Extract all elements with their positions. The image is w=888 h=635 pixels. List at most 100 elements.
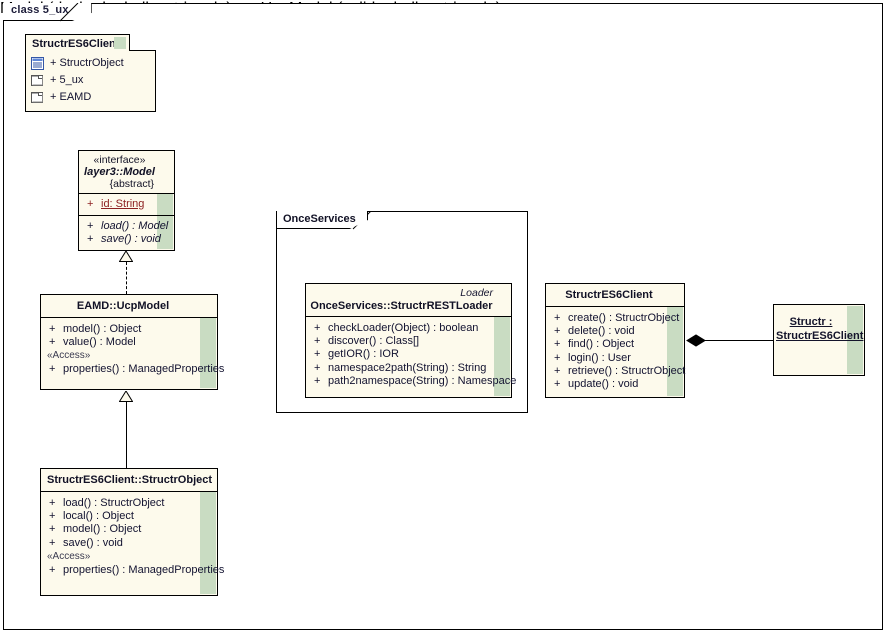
operation-visibility: + [49,336,56,349]
attribute-row: + id: String [79,198,156,211]
object-node-structr[interactable]: Structr : StructrES6Client [773,304,867,378]
operation-text: discover() : Class[] [328,335,420,348]
operation-row: + load() : StructrObject [41,497,199,510]
operation-visibility: + [554,325,561,338]
operation-text: path2namespace(String) : Namespace [328,374,517,387]
attribute-visibility: + [87,198,94,210]
class-node-operations: + load() : Model + save() : void [79,215,174,250]
operation-visibility: + [314,322,321,334]
connector-composition-line [700,340,773,341]
operation-row: + discover() : Class[] [306,335,493,348]
operation-row: + getIOR() : IOR [306,348,493,361]
operation-row: + login() : User [546,352,666,365]
package-structres6client-tab: StructrES6Client [25,34,130,51]
operation-visibility: + [314,335,321,348]
generalization-hollow-triangle-icon [119,391,133,402]
interface-name: layer3::Model [84,166,155,178]
operation-text: getIOR() : IOR [328,348,399,361]
class-node-header: StructrES6Client::StructrObject [41,469,217,492]
operation-row: + properties() : ManagedProperties [41,563,224,577]
package-structres6client-body: + StructrObject + 5_ux [25,50,156,112]
operation-visibility: + [49,363,56,376]
operation-text: login() : User [568,351,631,364]
package-folder-icon [31,92,43,103]
class-name: EAMD::UcpModel [76,300,170,312]
class-node-header: EAMD::UcpModel [41,295,217,318]
operation-row: + value() : Model [41,336,199,349]
operation-text: save() : void [63,536,123,549]
operation-visibility: + [87,233,94,246]
operation-visibility: + [554,338,561,351]
operation-text: model() : Object [63,523,142,536]
operation-text: retrieve() : StructrObject [568,364,686,377]
package-item-structrobject[interactable]: + StructrObject [26,55,155,72]
operation-row: + properties() : ManagedProperties [41,363,224,376]
operation-visibility: + [49,497,56,509]
package-item-eamd[interactable]: + EAMD [26,89,155,106]
realization-hollow-triangle-icon [119,251,133,262]
package-green-square [114,37,126,49]
class-node-structres6client[interactable]: StructrES6Client +create() : StructrObje… [545,283,687,400]
operation-text: find() : Object [568,338,635,351]
class-node-attributes: + id: String [79,194,174,215]
operation-text: load() : Model [101,220,169,233]
operation-text: properties() : ManagedProperties [63,563,225,576]
class-list-icon [31,57,44,70]
package-item-5ux[interactable]: + 5_ux [26,72,155,89]
operation-visibility: + [49,510,56,523]
attribute-text: id: String [101,198,145,210]
operation-text: save() : void [101,233,161,246]
operation-row: + model() : Object [41,323,199,336]
composition-filled-diamond-icon [686,334,706,347]
operation-visibility: + [87,220,94,233]
class-node-operations: + model() : Object + value() : Model «Acce… [41,318,224,382]
operation-row: + find() : Object [546,338,666,351]
package-item-label: + EAMD [50,91,92,103]
class-node-header: «interface» layer3::Model {abstract} [79,151,174,194]
operation-visibility: + [554,378,561,391]
object-node-header: Structr : StructrES6Client [774,305,864,343]
class-stereotype: Loader [460,287,493,299]
operation-text: value() : Model [63,336,136,349]
class-node-onceservices-structrrestloader[interactable]: Loader OnceServices::StructrRESTLoader +… [305,283,516,400]
operation-visibility: + [49,323,56,335]
operation-text: checkLoader(Object) : boolean [328,322,479,334]
operation-row: +retrieve() : StructrObject [546,365,685,378]
operation-text: model() : Object [63,323,142,335]
operation-visibility: + [314,348,321,361]
operation-row: + local() : Object [41,510,199,523]
operation-row: +model() : Object [41,523,199,536]
operation-visibility: + [314,374,321,387]
connector-realization-line [126,262,127,294]
object-instance-name: Structr : [789,316,833,328]
operation-text: load() : StructrObject [63,497,165,509]
operation-row: + delete() : void [546,325,666,338]
class-node-operations: + checkLoader(Object) : boolean + discover… [306,317,516,393]
operation-text: properties() : ManagedProperties [63,363,225,376]
operation-visibility: + [554,351,561,364]
class-node-header: Loader OnceServices::StructrRESTLoader [306,284,511,317]
operation-text: delete() : void [568,325,635,338]
class-node-header: StructrES6Client [546,284,684,307]
operation-visibility: + [49,563,56,576]
operation-group-label: «Access» [47,350,91,362]
class-node-operations: + load() : StructrObject + local() : Objec… [41,492,224,582]
operation-text: update() : void [568,378,639,391]
interface-abstract-tag: {abstract} [109,178,154,190]
operation-text: local() : Object [63,510,134,523]
operation-row: + load() : Model [79,220,168,233]
diagram-frame-label: class 5_ux [3,3,92,21]
class-name: OnceServices::StructrRESTLoader [310,300,493,312]
operation-row: +namespace2path(String) : String [306,362,493,375]
operation-group-label: «Access» [47,550,91,562]
class-name: StructrES6Client [565,289,653,301]
operation-visibility: + [554,312,561,324]
connector-generalization-line [126,402,127,468]
class-node-layer3-model[interactable]: «interface» layer3::Model {abstract} + id… [78,150,177,253]
operation-text: namespace2path(String) : String [328,361,487,374]
class-node-eamd-ucpmodel[interactable]: EAMD::UcpModel +model() : Object +value(… [40,294,224,392]
class-name: StructrES6Client::StructrObject [47,474,213,486]
operation-row: + update() : void [546,378,666,391]
class-node-structres6client-structrobject[interactable]: StructrES6Client::StructrObject + load() … [40,468,224,598]
